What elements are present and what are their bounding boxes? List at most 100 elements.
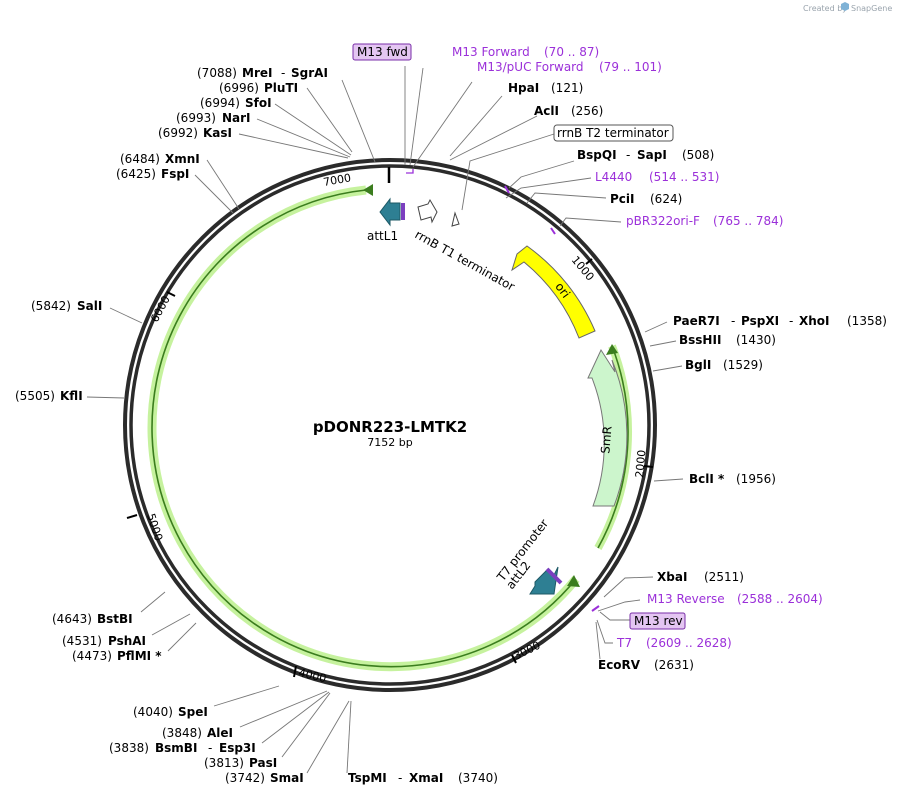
attl1-feature <box>379 197 401 227</box>
site-pasi-pos: (3813) <box>204 756 244 770</box>
backbone-inner-strand <box>129 164 651 686</box>
site-pshai-pos: (4531) <box>62 634 102 648</box>
site-tspmi-sep: - <box>398 771 402 785</box>
site-paer7i-pos: (1358) <box>847 314 887 328</box>
insert-arrowhead-bottom <box>567 575 580 587</box>
snapgene-logo <box>841 2 849 11</box>
site-nari-name: NarI <box>222 111 251 125</box>
attl2-marker <box>545 567 563 585</box>
site-bcli-name: BclI * <box>689 472 725 486</box>
site-sali-name: SalI <box>77 299 102 313</box>
primer-pbr322-range: (765 .. 784) <box>713 214 783 228</box>
site-tspmi-name: TspMI <box>348 771 387 785</box>
site-bsshii-name: BssHII <box>679 333 721 347</box>
site-sapi-name: SapI <box>637 148 667 162</box>
tick-2000 <box>643 465 654 468</box>
rrnb-t2-box <box>553 124 674 142</box>
primer-m13-puc-name: M13/pUC Forward <box>477 60 584 74</box>
smr-feature <box>587 348 628 507</box>
site-nari-pos: (6993) <box>176 111 216 125</box>
site-bstbi-name: BstBI <box>97 612 133 626</box>
primer-m13-puc-range: (79 .. 101) <box>599 60 662 74</box>
site-bgli-name: BglI <box>685 358 711 372</box>
tick-label-7000: 7000 <box>322 171 352 189</box>
attl2-feature <box>529 566 559 595</box>
primer-l4440-name: L4440 <box>595 170 632 184</box>
site-acli-name: AclI <box>534 104 559 118</box>
site-alei-name: AleI <box>207 726 233 740</box>
site-paer7i-name: PaeR7I <box>673 314 720 328</box>
site-hpai-pos: (121) <box>551 81 583 95</box>
backbone-outer-strand <box>123 158 657 692</box>
site-kasi-pos: (6992) <box>158 126 198 140</box>
site-xmai-name: XmaI <box>409 771 443 785</box>
site-pluti-name: PluTI <box>264 81 298 95</box>
site-sali-pos: (5842) <box>31 299 71 313</box>
rrnb-t2-label: rrnB T2 terminator <box>557 126 669 140</box>
site-bsshii-pos: (1430) <box>736 333 776 347</box>
site-pshai-name: PshAI <box>108 634 146 648</box>
site-bcli-pos: (1956) <box>736 472 776 486</box>
site-pcii-name: PciI <box>610 192 635 206</box>
primer-pbr322-name: pBR322ori-F <box>626 214 700 228</box>
primer-t7-range: (2609 .. 2628) <box>646 636 732 650</box>
site-xbai-pos: (2511) <box>704 570 744 584</box>
tick-3000 <box>511 654 517 664</box>
snapgene-brand: SnapGene <box>851 4 892 13</box>
tick-label-3000: 3000 <box>512 639 543 663</box>
insert-arrowhead-top <box>363 184 373 196</box>
site-alei-pos: (3848) <box>162 726 202 740</box>
smr-label: SmR <box>598 425 614 454</box>
rrnb-t1-label: rrnB T1 terminator <box>413 227 517 293</box>
site-pasi-name: PasI <box>249 756 277 770</box>
site-smai-pos: (3742) <box>225 771 265 785</box>
site-fspi-name: FspI <box>161 167 189 181</box>
site-bsmbi-pos: (3838) <box>109 741 149 755</box>
primer-l4440-range: (514 .. 531) <box>649 170 719 184</box>
site-kasi-name: KasI <box>203 126 232 140</box>
site-esp3i-name: Esp3I <box>219 741 256 755</box>
tick-5000 <box>126 514 138 519</box>
primer-t7-name: T7 <box>616 636 632 650</box>
m13-rev-box <box>629 612 686 630</box>
ori-feature <box>511 245 596 339</box>
site-paer7i-sep2: - <box>789 314 793 328</box>
site-bgli-pos: (1529) <box>723 358 763 372</box>
tick-label-4000: 4000 <box>297 666 327 685</box>
tick-label-2000: 2000 <box>633 449 648 478</box>
site-bstbi-pos: (4643) <box>52 612 92 626</box>
rrnb-t2-feature <box>451 211 460 227</box>
site-pluti-pos: (6996) <box>219 81 259 95</box>
site-acli-pos: (256) <box>571 104 603 118</box>
tick-6000 <box>166 291 176 297</box>
pbr322-primer-mark <box>550 227 556 235</box>
rrnb-t1-feature <box>417 198 438 224</box>
site-sgrai-name: SgrAI <box>291 66 328 80</box>
attl1-label: attL1 <box>367 229 398 243</box>
primer-m13-reverse-range: (2588 .. 2604) <box>737 592 823 606</box>
site-xmni-pos: (6484) <box>120 152 160 166</box>
site-bspqi-pos: (508) <box>682 148 714 162</box>
site-paer7i-sep1: - <box>731 314 735 328</box>
m13-fwd-box <box>352 43 412 61</box>
site-pcii-pos: (624) <box>650 192 682 206</box>
primer-m13-reverse-name: M13 Reverse <box>647 592 725 606</box>
site-hpai-name: HpaI <box>508 81 539 95</box>
primer-m13-forward-name: M13 Forward <box>452 45 530 59</box>
l4440-primer-mark <box>504 185 510 194</box>
site-xmni-name: XmnI <box>165 152 200 166</box>
m13-rev-label: M13 rev <box>634 614 683 628</box>
smr-band-arrowhead <box>606 344 618 355</box>
site-pflmi-name: PflMI * <box>117 649 162 663</box>
site-spei-name: SpeI <box>178 705 208 719</box>
site-fspi-pos: (6425) <box>116 167 156 181</box>
site-xbai-name: XbaI <box>657 570 687 584</box>
m13-fwd-label: M13 fwd <box>357 45 408 59</box>
site-mrei-sep: - <box>281 66 285 80</box>
site-xhoi-name: XhoI <box>799 314 830 328</box>
leader-lines <box>86 66 684 774</box>
tick-1000 <box>585 258 593 265</box>
site-sfoi-name: SfoI <box>245 96 272 110</box>
smr-line <box>597 345 629 549</box>
